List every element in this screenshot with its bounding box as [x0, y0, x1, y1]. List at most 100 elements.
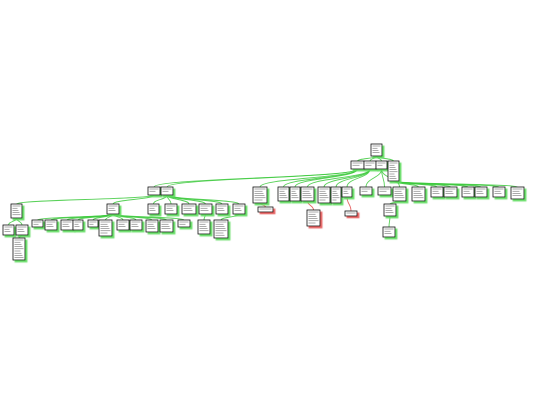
tree-edge	[203, 213, 206, 221]
tree-node[interactable]	[164, 203, 178, 215]
node-box-ok	[116, 219, 130, 231]
node-box-ok	[411, 186, 426, 202]
tree-edge	[365, 168, 382, 188]
tree-node[interactable]	[87, 219, 99, 228]
tree-node[interactable]	[215, 203, 229, 215]
node-box-ok	[443, 186, 458, 198]
tree-node[interactable]	[129, 219, 143, 231]
tree-node[interactable]	[492, 186, 506, 198]
tree-node[interactable]	[145, 219, 159, 233]
tree-node[interactable]	[232, 203, 246, 215]
tree-node[interactable]	[377, 186, 392, 196]
node-box-ok	[232, 203, 246, 215]
node-box-ok	[383, 203, 397, 217]
tree-node[interactable]	[443, 186, 458, 198]
tree-node[interactable]	[106, 203, 120, 215]
tree-edge	[294, 168, 358, 188]
tree-node[interactable]	[341, 186, 353, 198]
tree-node[interactable]	[359, 186, 373, 196]
tree-edge	[376, 155, 394, 162]
tree-node[interactable]	[147, 186, 161, 196]
node-box-ok	[98, 219, 113, 237]
tree-node[interactable]	[375, 160, 388, 170]
node-box-ok	[159, 219, 174, 233]
tree-node[interactable]	[382, 226, 396, 238]
tree-edge	[393, 180, 518, 188]
node-box-ok	[177, 219, 191, 228]
tree-node[interactable]	[116, 219, 130, 231]
tree-node[interactable]	[60, 219, 74, 231]
tree-node[interactable]	[430, 186, 444, 198]
tree-edge	[389, 200, 400, 205]
node-box-ok	[430, 186, 444, 198]
node-box-ok	[289, 186, 301, 202]
tree-edge	[259, 202, 266, 208]
tree-node[interactable]	[147, 203, 160, 215]
tree-edge	[112, 213, 185, 221]
tree-node[interactable]	[12, 237, 26, 261]
tree-node[interactable]	[44, 219, 58, 231]
tree-node[interactable]	[474, 186, 488, 198]
tree-edges	[8, 155, 518, 239]
node-box-ok	[145, 219, 159, 233]
node-box-ok	[213, 219, 229, 239]
tree-node[interactable]	[72, 219, 84, 231]
tree-edge	[153, 194, 168, 205]
node-box-ok	[492, 186, 506, 198]
tree-node[interactable]	[383, 203, 397, 217]
node-box-ok	[164, 203, 178, 215]
tree-node[interactable]	[98, 219, 113, 237]
tree-node[interactable]	[289, 186, 301, 202]
tree-node[interactable]	[330, 186, 342, 204]
tree-edge	[388, 215, 391, 228]
tree-node[interactable]	[10, 203, 23, 219]
tree-node[interactable]	[2, 224, 15, 236]
tree-node[interactable]	[277, 186, 290, 202]
tree-node[interactable]	[198, 203, 213, 215]
node-box-error	[344, 210, 358, 217]
tree-node[interactable]	[387, 160, 400, 182]
node-box-ok	[44, 219, 58, 231]
tree-node[interactable]	[344, 210, 358, 217]
node-box-ok	[252, 186, 268, 204]
tree-node[interactable]	[31, 219, 44, 228]
tree-edge	[323, 168, 371, 188]
tree-node[interactable]	[213, 219, 229, 239]
tree-edge	[346, 196, 352, 212]
tree-node[interactable]	[252, 186, 268, 204]
tree-node[interactable]	[257, 206, 274, 213]
node-box-ok	[392, 186, 407, 202]
tree-node[interactable]	[306, 209, 321, 227]
tree-node[interactable]	[370, 143, 383, 157]
tree-node[interactable]	[363, 160, 377, 170]
tree-edge	[18, 234, 23, 239]
tree-node[interactable]	[411, 186, 426, 202]
tree-node[interactable]	[392, 186, 407, 202]
tree-edge	[8, 217, 17, 226]
tree-edge	[307, 200, 314, 211]
tree-node[interactable]	[350, 160, 365, 170]
tree-node[interactable]	[181, 203, 197, 215]
node-box-ok	[277, 186, 290, 202]
node-box-ok	[510, 186, 525, 200]
tree-node[interactable]	[461, 186, 475, 198]
tree-node[interactable]	[159, 219, 174, 233]
tree-node[interactable]	[160, 186, 174, 196]
node-box-ok	[87, 219, 99, 228]
tree-node[interactable]	[510, 186, 525, 200]
tree-node[interactable]	[177, 219, 191, 228]
node-box-error	[306, 209, 321, 227]
tree-edge	[16, 217, 23, 226]
node-box-ok	[181, 203, 197, 215]
tree-node[interactable]	[300, 186, 315, 202]
tree-edge	[346, 168, 371, 188]
node-box-ok	[461, 186, 475, 198]
node-box-ok	[60, 219, 74, 231]
tree-node[interactable]	[15, 224, 29, 236]
tree-edge	[307, 168, 371, 188]
node-box-ok	[382, 226, 396, 238]
node-box-ok	[2, 224, 15, 236]
node-box-ok	[370, 143, 383, 157]
tree-node[interactable]	[317, 186, 331, 204]
tree-node[interactable]	[197, 219, 211, 235]
